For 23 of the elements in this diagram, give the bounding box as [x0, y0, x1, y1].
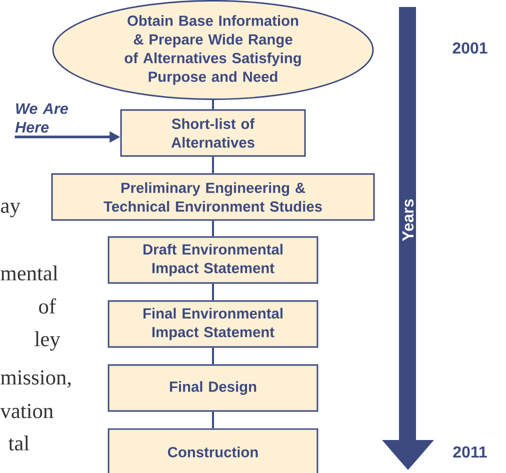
body-text: ley: [34, 331, 60, 351]
year-label: 2001: [452, 42, 488, 54]
process-box: Short-list of Alternatives: [120, 109, 306, 157]
body-text: mental: [0, 265, 58, 280]
body-text: ay: [1, 202, 20, 218]
process-box: Final Environmental Impact Statement: [108, 300, 318, 348]
process-box: Final Design: [108, 364, 318, 412]
connector-line: [212, 412, 214, 428]
body-text: of: [39, 298, 56, 314]
body-text: mission,: [0, 370, 71, 388]
body-text: vation: [0, 404, 54, 418]
connector-line: [212, 220, 214, 236]
year-label: 2011: [453, 446, 487, 458]
connector-line: [212, 100, 214, 110]
annotation-text: We Are Here: [15, 103, 68, 133]
axis-label: Years: [402, 199, 414, 242]
body-text: tal: [8, 435, 30, 450]
process-box: Construction: [108, 428, 318, 473]
connector-line: [212, 348, 214, 364]
connector-line: [212, 156, 214, 174]
connector-line: [212, 284, 214, 300]
process-box: Preliminary Engineering & Technical Environment Studies: [51, 173, 375, 221]
process-box: Draft Environmental Impact Statement: [108, 236, 318, 284]
